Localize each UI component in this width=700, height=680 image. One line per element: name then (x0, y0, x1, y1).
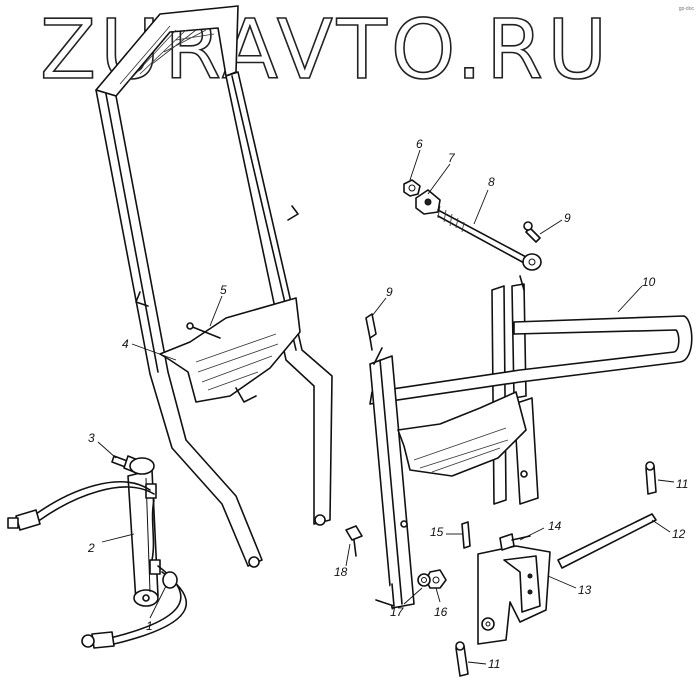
part-2-hydraulic-cylinder (127, 457, 161, 607)
part-9-cotter-pin-lower (365, 313, 377, 351)
label-8: 8 (488, 175, 495, 189)
part-10-handrail (369, 275, 693, 609)
label-3: 3 (88, 431, 95, 445)
part-11-pin-upper (645, 461, 657, 495)
leader-lines (97, 149, 675, 665)
part-6-nut (403, 179, 421, 197)
part-4-ladder-frame (95, 5, 333, 568)
label-16: 16 (434, 605, 448, 619)
label-10: 10 (642, 275, 656, 289)
label-5: 5 (220, 283, 227, 297)
label-4: 4 (122, 337, 129, 351)
label-6: 6 (416, 137, 423, 151)
corner-mark: gp-doc (678, 6, 694, 12)
label-1: 1 (146, 619, 153, 633)
label-11-upper: 11 (676, 477, 688, 491)
label-9-lower: 9 (386, 285, 393, 299)
part-15-pin (461, 521, 471, 549)
label-15: 15 (430, 525, 444, 539)
part-17-washer (417, 573, 431, 587)
part-11-pin-lower (455, 641, 469, 677)
label-18: 18 (334, 565, 348, 579)
label-17: 17 (390, 605, 405, 619)
part-labels: 1 2 3 4 5 6 7 8 9 9 10 11 12 13 14 15 16… (87, 137, 688, 671)
part-18-bolt (345, 525, 363, 557)
label-2: 2 (87, 541, 95, 555)
part-8-tension-rod (437, 205, 542, 271)
part-9-cotter-pin-upper (523, 221, 541, 243)
label-13: 13 (578, 583, 592, 597)
label-7: 7 (448, 151, 456, 165)
label-12: 12 (672, 527, 686, 541)
part-7-bracket (415, 189, 441, 215)
part-13-hinge-bracket (477, 545, 551, 645)
label-9-upper: 9 (564, 211, 571, 225)
label-14: 14 (548, 519, 562, 533)
label-11-lower: 11 (488, 657, 500, 671)
part-1-hoses (7, 481, 187, 649)
part-12-axle-rod (557, 513, 657, 569)
part-5-cotter-pin (186, 322, 221, 339)
